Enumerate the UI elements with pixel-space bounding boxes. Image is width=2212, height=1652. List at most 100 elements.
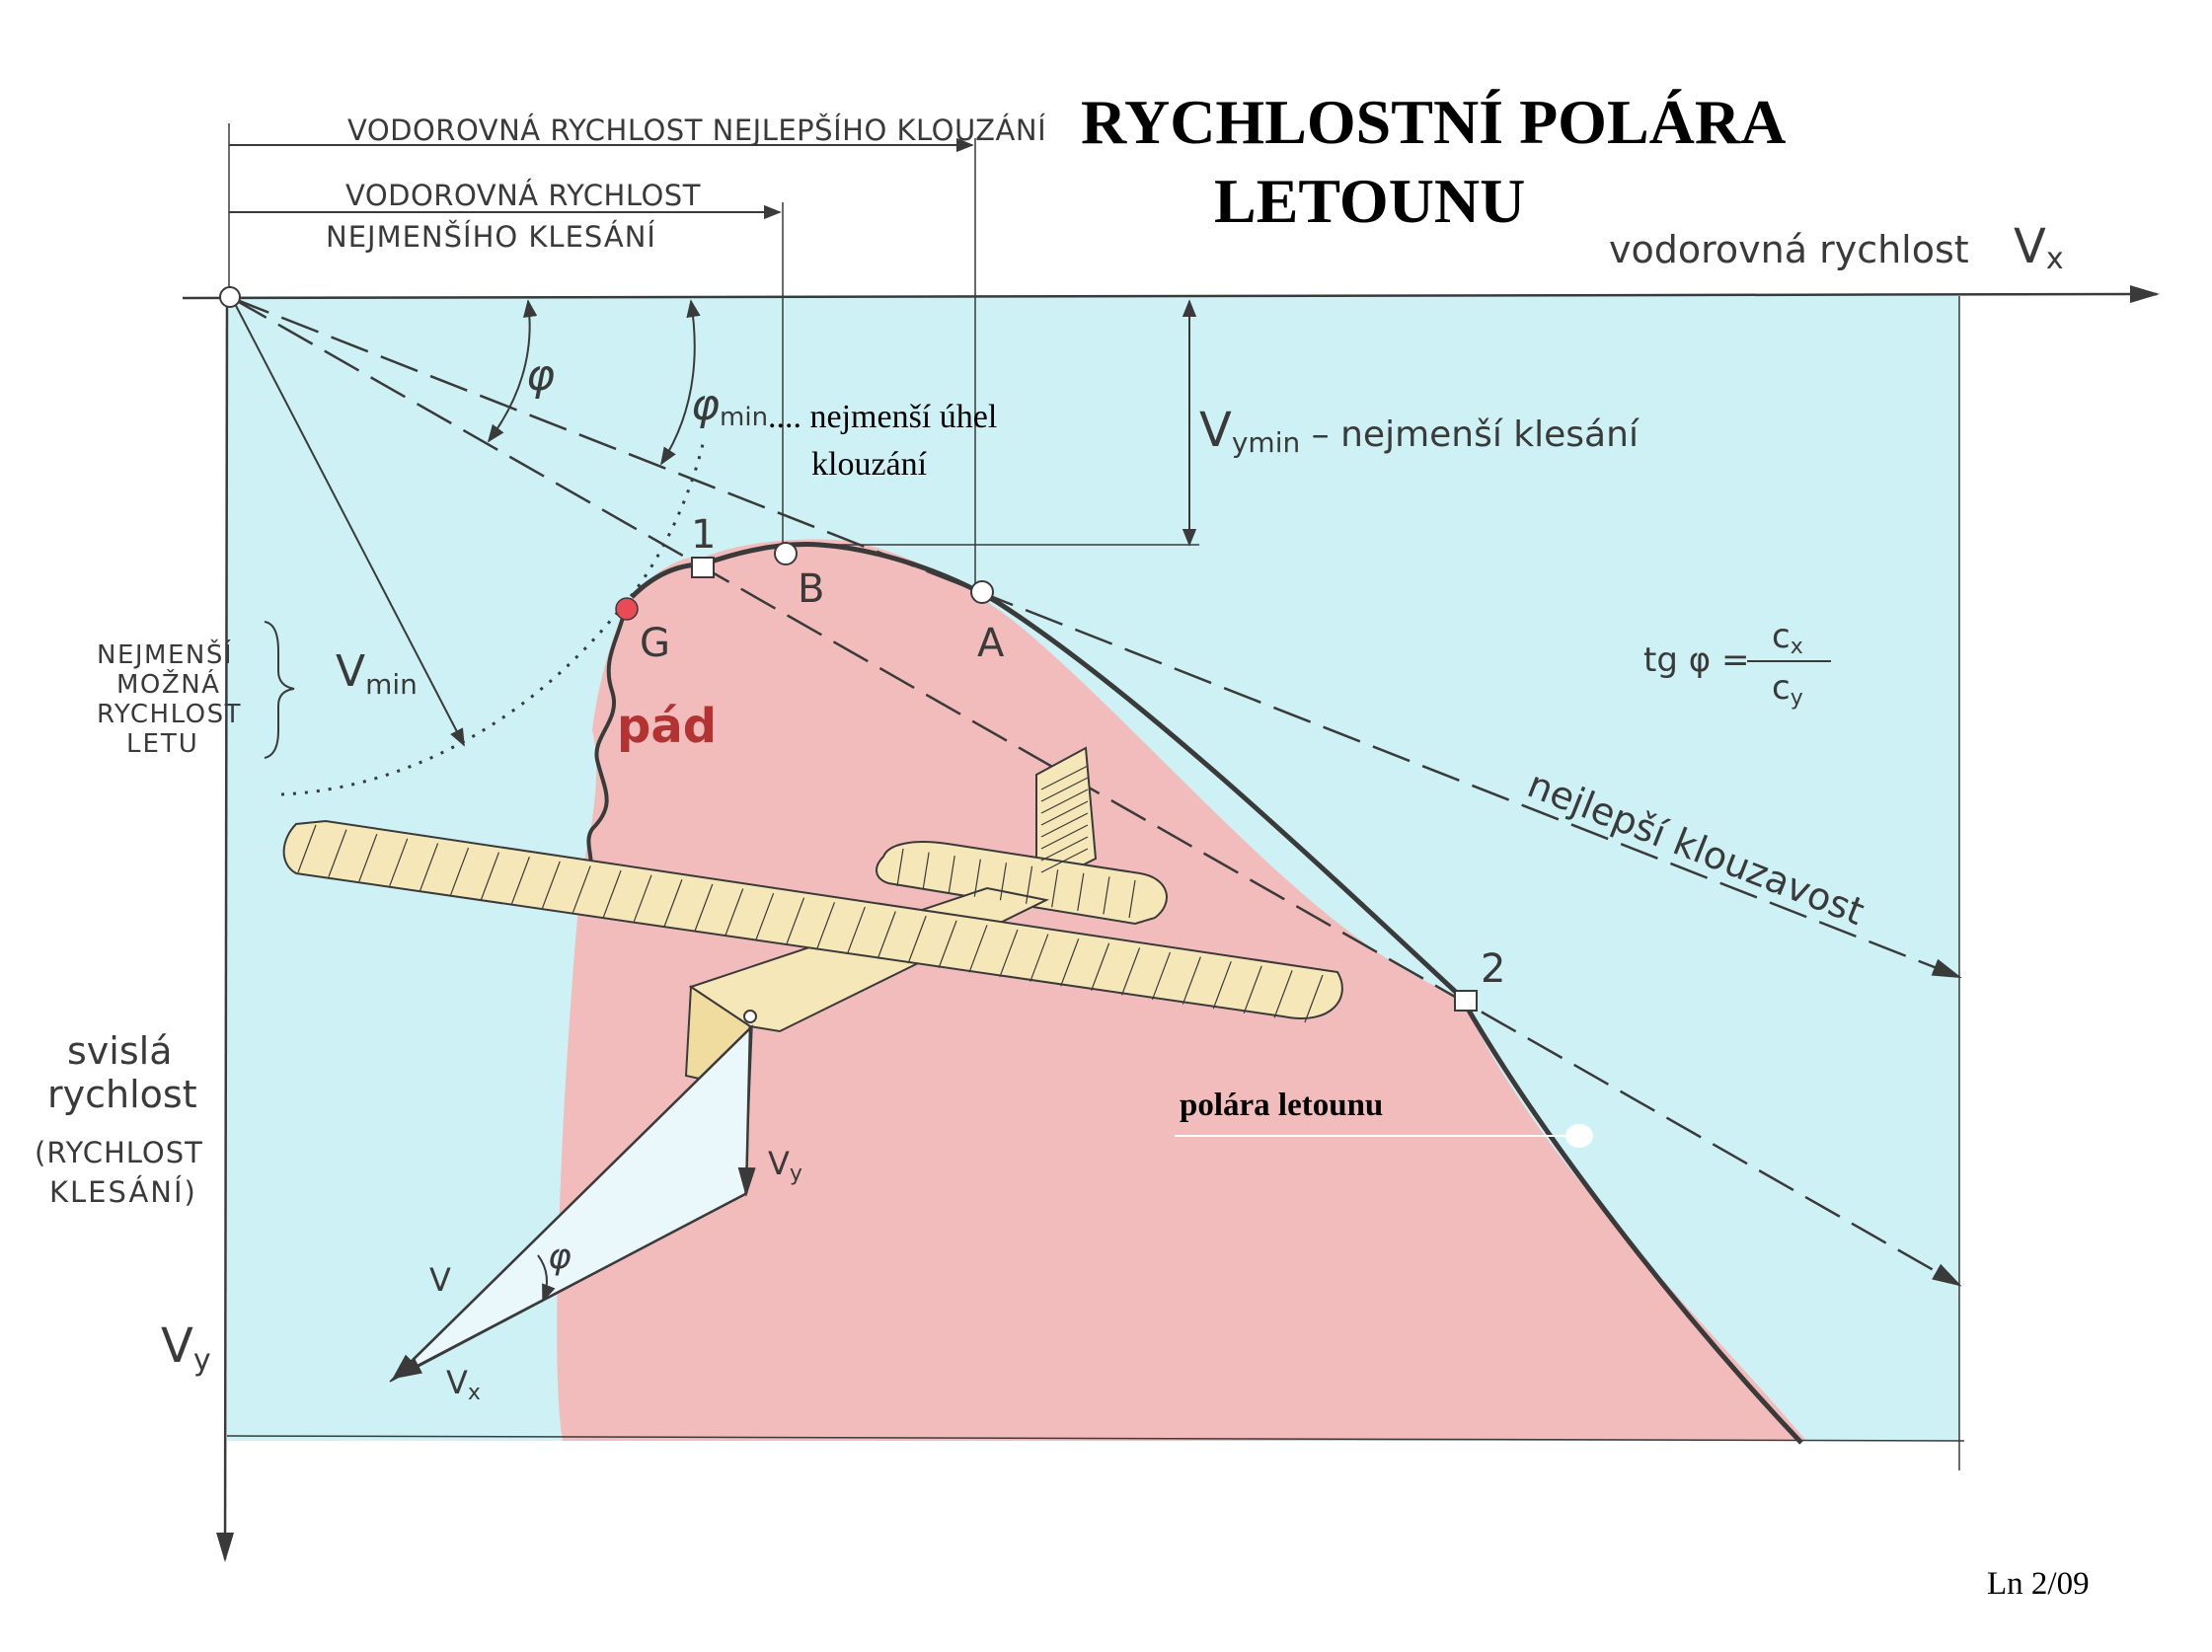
wing-rib <box>328 829 347 877</box>
airplane-illustration <box>282 746 1343 1088</box>
wing-rib <box>420 843 439 891</box>
stabilizer-rib <box>1051 869 1059 908</box>
wing-rib <box>999 929 1019 978</box>
vx-vector-label: Vx <box>446 1364 481 1405</box>
wing-rib <box>907 915 927 964</box>
stabilizer-rib <box>948 856 955 894</box>
wing-rib <box>938 920 957 968</box>
fin-rib <box>1040 848 1089 873</box>
y-axis <box>216 297 235 1562</box>
fin-rib <box>1040 777 1089 802</box>
wing-rib <box>694 883 714 933</box>
vy-vector-label: Vy <box>768 1145 802 1186</box>
wing-rib <box>510 857 530 905</box>
phi-label: φ <box>526 350 555 401</box>
title-line-1: RYCHLOSTNÍ POLÁRA <box>1081 87 1786 157</box>
wing-rib <box>297 824 317 873</box>
airplane-wing <box>282 819 1343 1019</box>
phi-arc <box>487 299 538 443</box>
stall-squiggle <box>585 613 626 879</box>
wing-rib <box>663 879 683 928</box>
v-vector-label: V <box>429 1261 451 1299</box>
frame-bottom <box>226 1435 1965 1442</box>
y-axis-label-2: rychlost <box>47 1073 197 1116</box>
vy-min-label: Vymin – nejmenší klesání <box>1199 403 1640 459</box>
wing-rib <box>633 874 652 923</box>
phi-min-label: φmin <box>691 380 768 432</box>
min-sink-speed-label-1: VODOROVNÁ RYCHLOST <box>345 179 701 212</box>
stabilizer-rib <box>1103 876 1110 915</box>
origin-point <box>219 286 241 308</box>
secant-line <box>231 296 1962 1287</box>
min-glide-angle-label-1: .... nejmenší úhel <box>768 399 997 435</box>
wing-rib <box>1060 938 1080 987</box>
formula-lhs: tg φ = <box>1643 640 1749 680</box>
wing-rib <box>1212 960 1232 1010</box>
wing-rib <box>1120 947 1141 996</box>
phi-small-label: φ <box>548 1237 572 1277</box>
polar-curve <box>630 542 1803 1445</box>
point-1-marker <box>691 557 715 578</box>
title-line-2: LETOUNU <box>1214 166 1525 236</box>
wing-rib <box>449 847 470 896</box>
fin-rib <box>1040 788 1089 814</box>
fin-rib <box>1040 765 1089 790</box>
wing-rib <box>877 911 896 959</box>
point-a-marker <box>970 580 994 604</box>
v-vector <box>390 1025 753 1383</box>
point-2-marker <box>1454 990 1478 1012</box>
stabilizer-rib <box>1025 865 1033 904</box>
phi-min-arc <box>660 299 701 466</box>
airplane-stabilizer <box>876 841 1168 926</box>
wing-rib <box>1182 956 1201 1005</box>
min-speed-label-3: RYCHLOST <box>97 700 242 729</box>
y-axis-symbol: Vy <box>161 1318 211 1378</box>
fin-rib <box>1040 800 1089 826</box>
x-axis <box>182 285 2160 304</box>
point-b-label: B <box>798 566 824 612</box>
wing-rib <box>1304 974 1324 1023</box>
min-sink-speed-label-2: NEJMENŠÍHO KLESÁNÍ <box>326 220 656 254</box>
y-axis-label-3: (RYCHLOST <box>35 1136 203 1169</box>
point-g-marker <box>615 597 639 621</box>
wing-rib <box>1030 934 1049 982</box>
polar-label: polára letounu <box>1180 1088 1383 1123</box>
wing-rib <box>572 865 591 914</box>
wing-rib <box>358 834 378 882</box>
best-glide-speed-label: VODOROVNÁ RYCHLOST NEJLEPŠÍHO KLOUZÁNÍ <box>347 113 1046 147</box>
wing-rib <box>389 838 409 887</box>
wing-rib <box>846 906 866 955</box>
fin-rib <box>1040 824 1089 850</box>
wing-rib <box>815 902 836 950</box>
stabilizer-rib <box>973 859 981 897</box>
wing-rib <box>1091 942 1110 991</box>
airplane-tail-fin <box>1035 746 1098 890</box>
wing-rib <box>1243 965 1262 1014</box>
point-2-label: 2 <box>1481 946 1505 992</box>
min-speed-label-1: NEJMENŠÍ <box>97 638 233 670</box>
stabilizer-rib <box>999 863 1008 901</box>
wing-rib <box>755 892 775 941</box>
stabilizer-rib <box>1077 872 1085 911</box>
stabilizer-rib <box>1128 879 1136 919</box>
fin-rib <box>1040 812 1089 838</box>
x-axis-label: vodorovná rychlost <box>1609 228 1969 271</box>
footer-label: Ln 2/09 <box>1987 1566 2090 1602</box>
stabilizer-rib <box>896 848 904 887</box>
min-speed-curve <box>280 443 705 796</box>
point-b-marker <box>774 542 798 565</box>
vmin-vector <box>231 297 465 747</box>
min-speed-brace <box>264 621 295 759</box>
vx-vector <box>392 1192 746 1380</box>
wing-rib <box>1273 970 1293 1018</box>
wing-ribs <box>297 765 1324 1023</box>
wing-rib <box>541 861 561 910</box>
y-axis-label-4: KLESÁNÍ) <box>49 1175 197 1209</box>
polar-pointer-dot <box>1565 1124 1593 1148</box>
fin-rib <box>1040 836 1089 862</box>
vmin-label: Vmin <box>336 646 418 701</box>
vy-vector <box>737 1025 756 1197</box>
wing-rib <box>785 897 805 945</box>
